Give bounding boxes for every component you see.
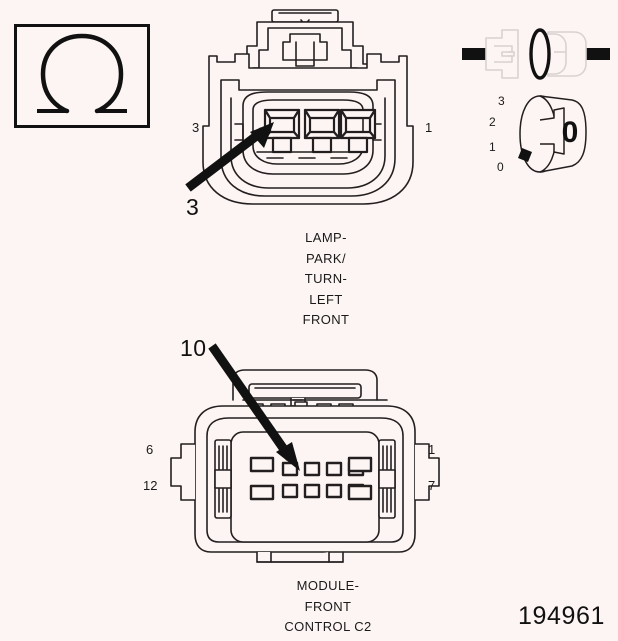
scale-label-0: 0 [497,160,504,174]
scale-label-3: 3 [498,94,505,108]
callout-arrow-cavity-3 [185,122,274,192]
ohm-symbol-box [14,24,150,128]
caption-line: CONTROL C2 [284,619,372,634]
connector-lamp-park-turn-left-front [195,6,420,216]
caption-lamp-park-turn-left-front: LAMP- PARK/ TURN- LEFT FRONT [252,228,400,331]
pin-label-left-3: 3 [192,120,200,135]
part-number: 194961 [518,602,606,630]
callout-arrow-cavity-10 [208,343,300,471]
connector-mating-side-view [462,22,610,86]
terminal-face-character: 0 [562,116,579,149]
caption-line: TURN- [304,271,348,286]
caption-line: PARK/ [305,250,347,266]
connector-module-front-control-c2 [165,358,447,570]
caption-line: LAMP- [305,230,347,245]
keyed-terminal-detail: 0 [498,92,594,178]
caption-line: MODULE- [296,578,360,593]
pin-label-right-1: 1 [425,120,433,135]
caption-line: LEFT [309,291,343,307]
caption-line: FRONT [302,312,350,327]
callout-label-3: 3 [186,194,200,220]
pin-label-bottom-right-7: 7 [428,478,436,493]
callout-label-10: 10 [180,335,207,361]
pin-label-bottom-left-12: 12 [143,478,158,493]
scale-label-2: 2 [489,115,496,129]
omega-ohm-icon [37,33,127,114]
scale-label-1: 1 [489,140,496,154]
pin-label-top-left-6: 6 [146,442,154,457]
pin-label-top-right-1: 1 [428,442,436,457]
caption-line: FRONT [304,598,352,614]
caption-module-front-control-c2: MODULE- FRONT CONTROL C2 [238,576,418,638]
